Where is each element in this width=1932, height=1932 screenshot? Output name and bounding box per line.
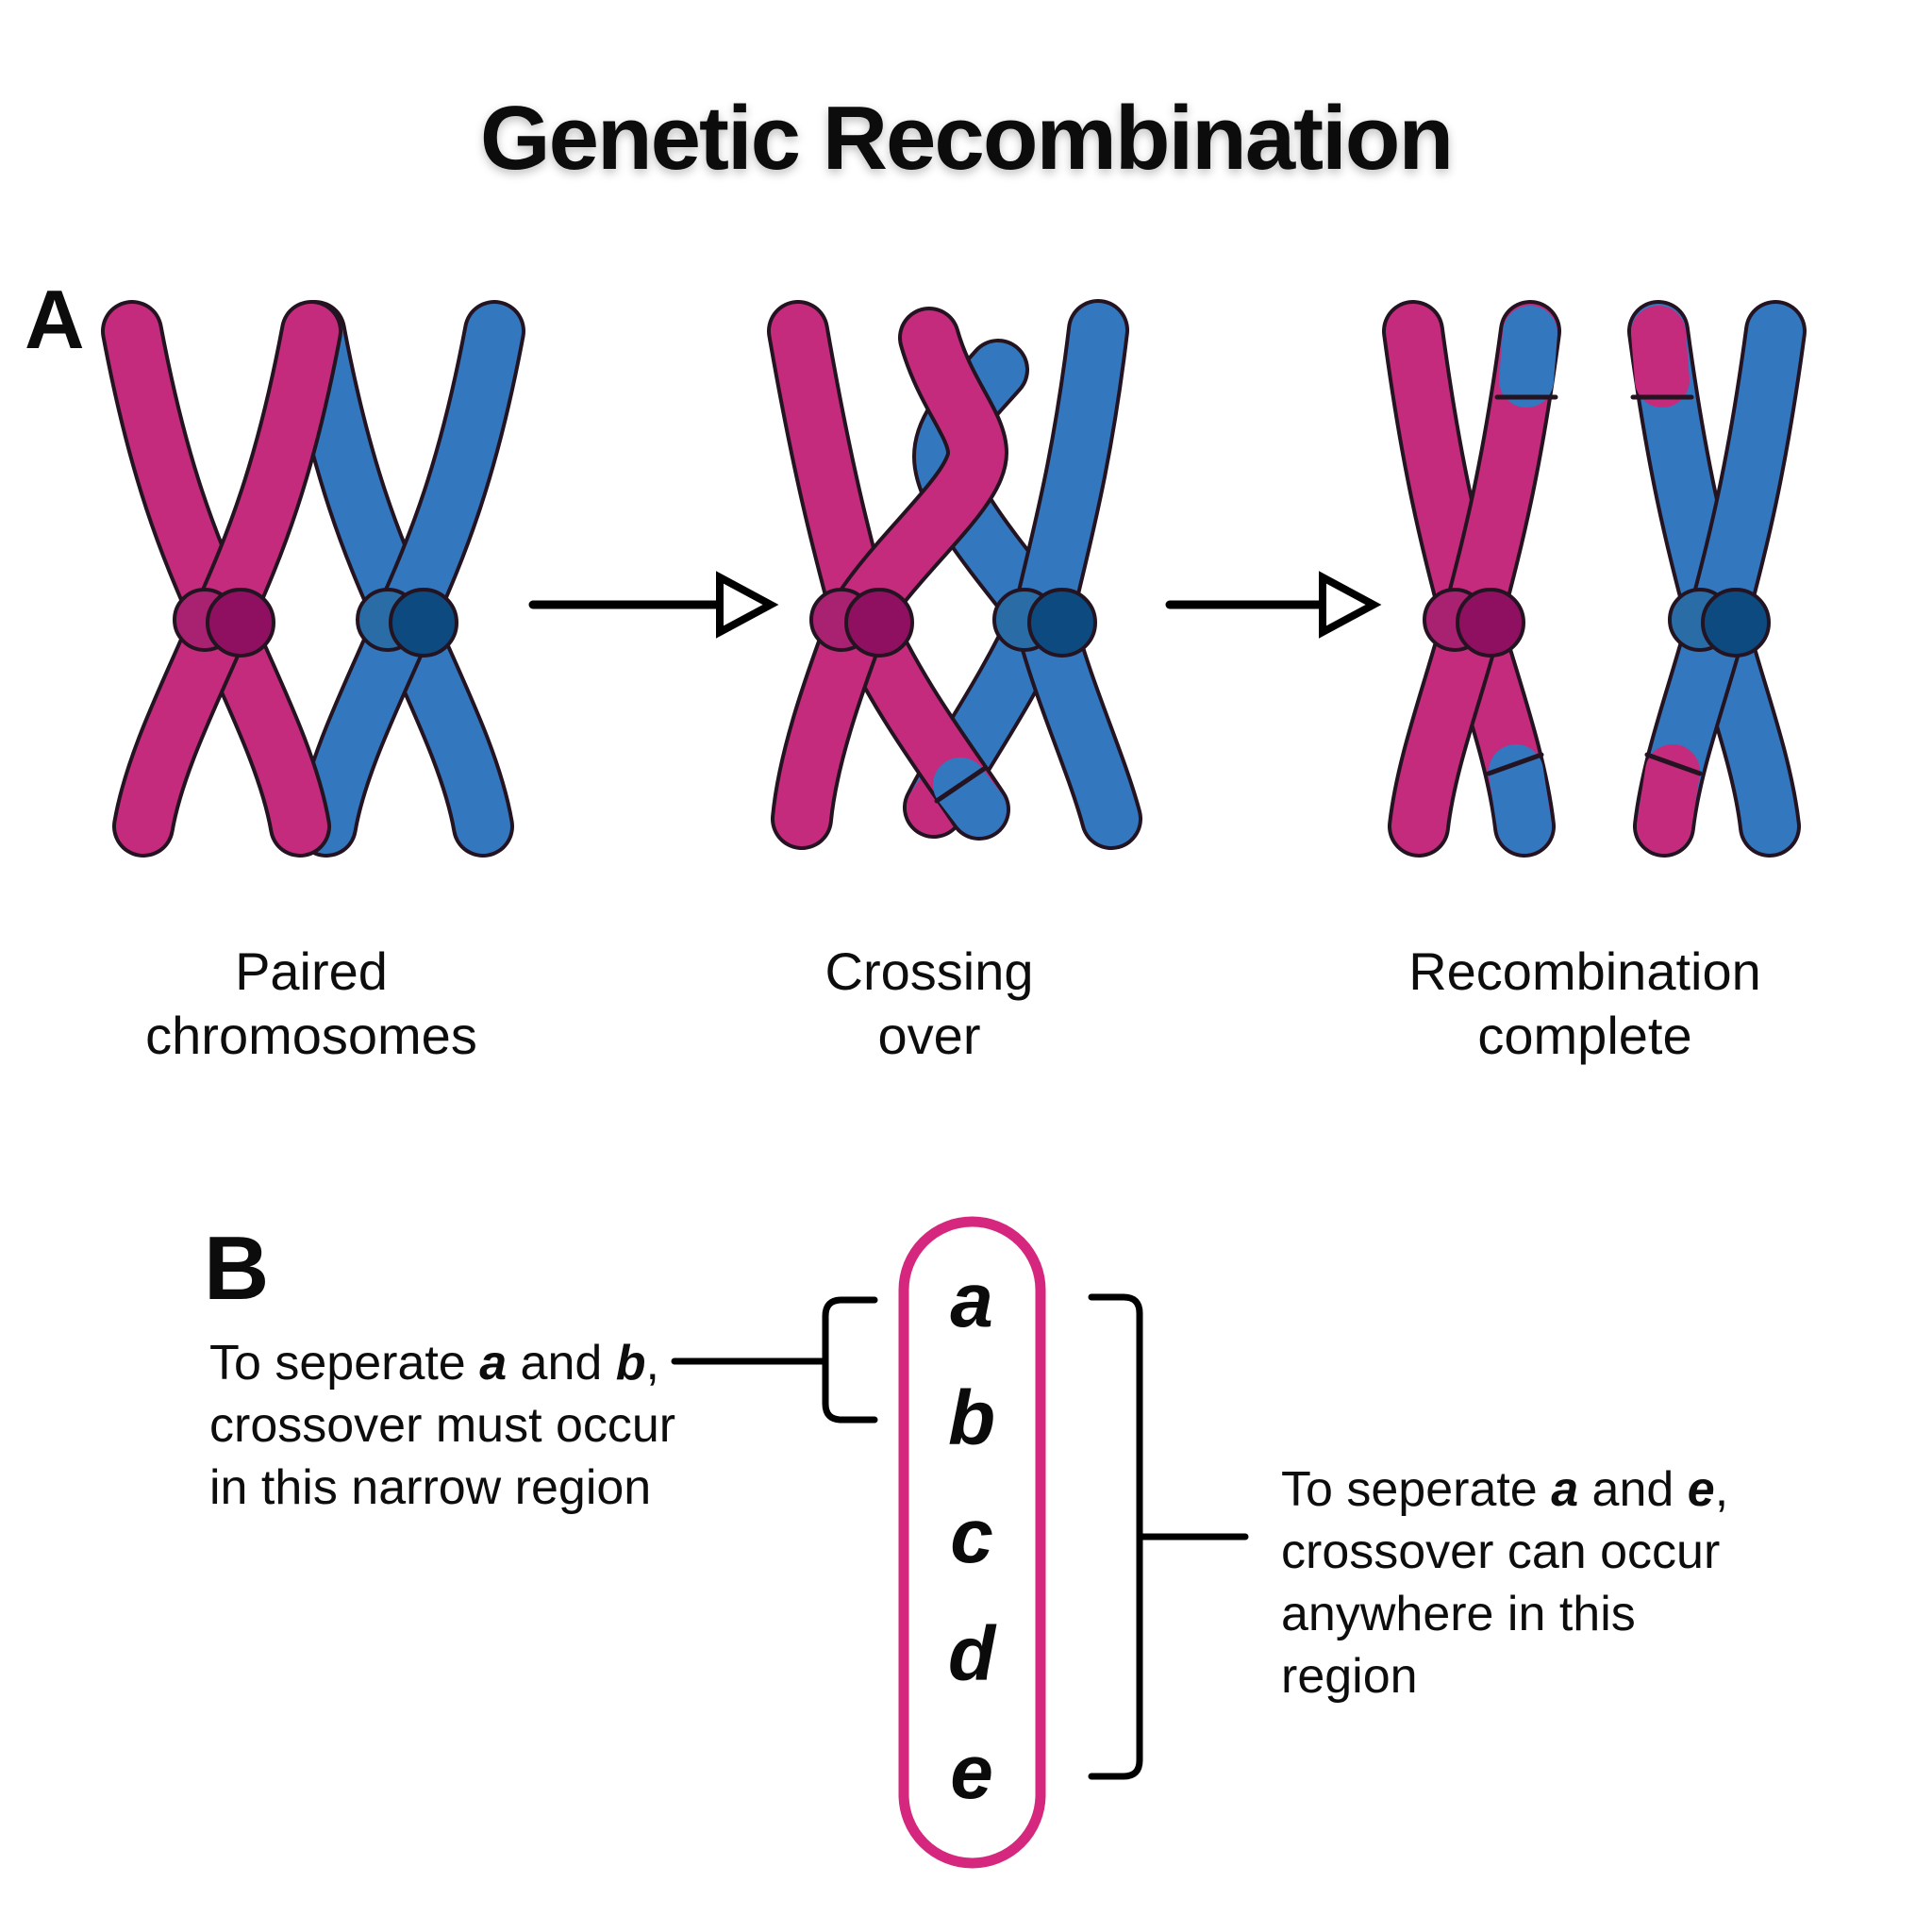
- wide-region-bracket: [1088, 1293, 1143, 1780]
- caption-line: Paired: [235, 941, 388, 1001]
- recombined-tip-blue: [933, 758, 1007, 837]
- note-line: To seperate a and b,: [209, 1332, 675, 1394]
- centromere-blue-dark: [389, 588, 458, 658]
- gene-label-e: e: [950, 1729, 993, 1815]
- gene-label-d: d: [947, 1611, 996, 1697]
- centromere-blue-dark: [1701, 588, 1771, 658]
- note-text: and: [507, 1336, 616, 1391]
- segment-boundary: [1486, 752, 1544, 776]
- gene-ref-a: a: [1551, 1462, 1579, 1517]
- centromere-blue-dark: [1027, 588, 1097, 658]
- note-line: To seperate a and e,: [1281, 1458, 1728, 1521]
- artwork-root: [101, 299, 1807, 1869]
- recombined-tip-pink: [1631, 306, 1690, 408]
- gene-ref-b: b: [615, 1336, 646, 1391]
- segment-boundary: [1644, 752, 1703, 776]
- note-line: anywhere in this: [1281, 1587, 1636, 1641]
- gene-label-a: a: [950, 1257, 993, 1343]
- gene-label-c: c: [950, 1493, 993, 1579]
- arrow-head: [716, 571, 779, 639]
- note-text: ,: [1714, 1462, 1729, 1517]
- stage-caption-recombination-complete: Recombination complete: [1255, 940, 1915, 1068]
- note-separate-a-b: To seperate a and b, crossover must occu…: [209, 1332, 675, 1519]
- caption-line: Crossing: [824, 941, 1034, 1001]
- note-text: and: [1578, 1462, 1688, 1517]
- recombined-tip-blue: [1499, 306, 1557, 408]
- recombined-tip-pink: [1637, 744, 1700, 854]
- gene-label-b: b: [947, 1375, 996, 1461]
- caption-line: over: [877, 1006, 981, 1065]
- note-text: ,: [645, 1336, 659, 1391]
- chromatid-pink: [774, 310, 1006, 846]
- stage-caption-paired: Paired chromosomes: [0, 940, 641, 1068]
- centromere-pink-dark: [1456, 588, 1525, 658]
- caption-line: Recombination: [1408, 941, 1761, 1001]
- note-line: region: [1281, 1649, 1418, 1704]
- note-line: crossover can occur: [1281, 1524, 1721, 1579]
- caption-line: chromosomes: [145, 1006, 477, 1065]
- segment-boundary: [934, 766, 987, 804]
- gene-ref-a: a: [479, 1336, 508, 1391]
- note-text: To seperate: [209, 1336, 480, 1391]
- diagram-title: Genetic Recombination: [479, 88, 1454, 189]
- centromere-pink-dark: [844, 588, 914, 658]
- chromosome-segment-pill: [898, 1216, 1046, 1869]
- recombined-tip-blue: [1489, 744, 1552, 854]
- panel-a-label: A: [25, 273, 85, 366]
- note-line: crossover must occur: [209, 1398, 676, 1453]
- stage-caption-crossing-over: Crossing over: [599, 940, 1259, 1068]
- note-line: in this narrow region: [209, 1460, 652, 1515]
- centromere-pink-dark: [206, 588, 275, 658]
- note-separate-a-e: To seperate a and e, crossover can occur…: [1281, 1458, 1728, 1707]
- panel-b-label: B: [204, 1218, 270, 1319]
- caption-line: complete: [1477, 1006, 1692, 1065]
- note-text: To seperate: [1281, 1462, 1552, 1517]
- gene-ref-e: e: [1687, 1462, 1715, 1517]
- narrow-region-bracket: [822, 1296, 878, 1424]
- arrow-head: [1319, 571, 1382, 639]
